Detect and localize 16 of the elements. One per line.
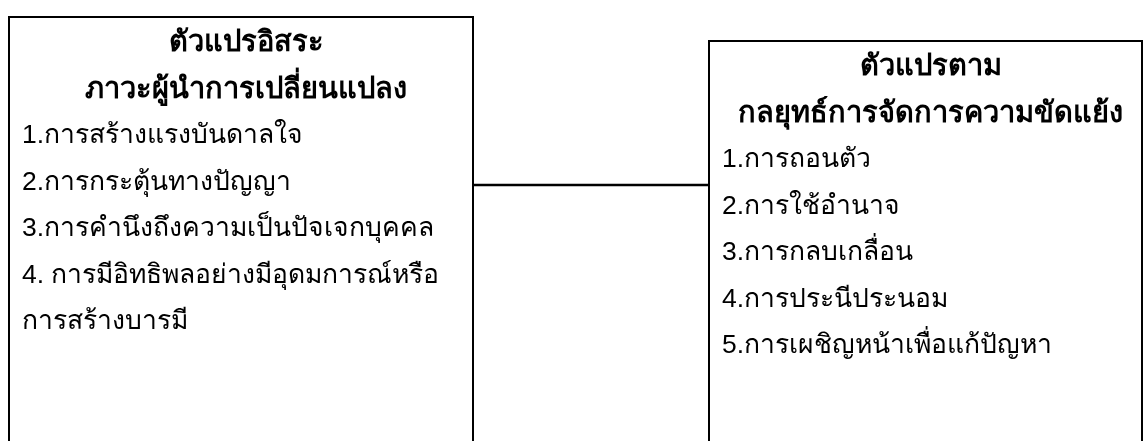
box-heading: กลยุทธ์การจัดการความขัดแย้ง [737,94,1124,132]
variable-box [708,40,1143,441]
list-item: 1.การสร้างแรงบันดาลใจ [22,118,305,151]
list-item: 3.การคำนึงถึงความเป็นปัจเจกบุคคล [22,210,436,245]
list-item: 5.การเผชิญหน้าเพื่อแก้ปัญหา [722,321,1139,368]
box-heading: ตัวแปรอิสระ [167,24,325,59]
list-item: 2.การกระตุ้นทางปัญญา [22,164,293,199]
list-item: 4.การประนีประนอม [722,281,950,315]
list-item: 1.การถอนตัว [722,142,873,175]
connector-line [474,183,708,187]
box-heading: ตัวแปรตาม [858,48,1003,83]
variable-box [8,16,474,441]
box-heading: ภาวะผู้นำการเปลี่ยนแปลง [22,64,470,111]
list-item: 4. การมีอิทธิพลอย่างมีอุดมการณ์หรือการสร้างบารมี [22,257,441,337]
list-item: 3.การกลบเกลื่อน [722,228,1139,275]
list-item: 2.การใช้อำนาจ [722,188,902,222]
